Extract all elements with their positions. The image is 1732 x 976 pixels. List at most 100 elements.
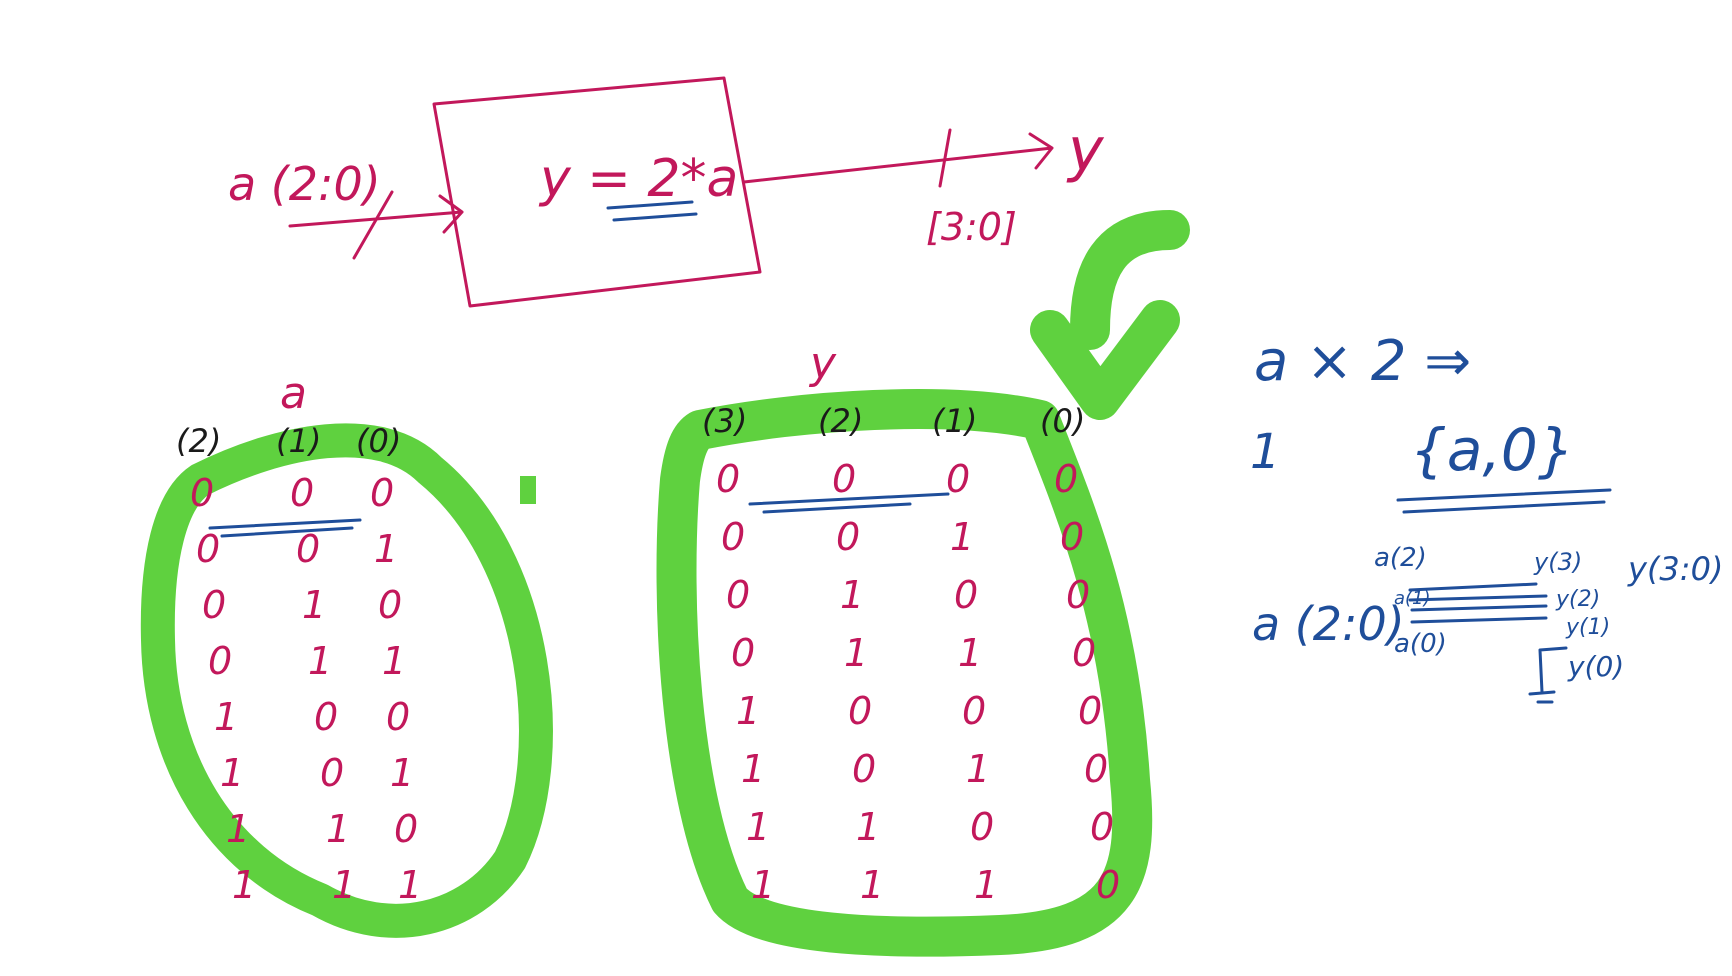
a2-label: a(2) [1374, 543, 1427, 573]
table-a-cell-r2-c2: 0 [378, 583, 402, 627]
table-a-cell-r6-c2: 0 [394, 807, 418, 851]
table-y-cell-r5-c0: 1 [741, 747, 765, 791]
table-y-title: y [808, 338, 837, 389]
highlight-table-y [656, 389, 1153, 957]
table-y-cell-r3-c2: 1 [958, 631, 982, 675]
equation-underline [606, 200, 698, 222]
table-y-cell-r2-c3: 0 [1066, 573, 1090, 617]
table-y-cell-r4-c1: 0 [848, 689, 872, 733]
table-a-cell-r7-c1: 1 [332, 863, 356, 907]
table-a-header-0: (2) [176, 422, 221, 460]
table-a-cell-r2-c1: 1 [302, 583, 326, 627]
output-arrow [742, 132, 1054, 184]
table-y-cell-r4-c0: 1 [736, 689, 760, 733]
bus-wires [1408, 582, 1548, 624]
table-y-cell-r3-c3: 0 [1072, 631, 1096, 675]
input-bus-tick [352, 190, 394, 260]
y0-label: y(0) [1567, 650, 1624, 683]
concat-note: {a,0} [1410, 416, 1575, 484]
table-y-header-2: (1) [932, 402, 977, 440]
table-a-cell-r5-c2: 1 [390, 751, 414, 795]
table-y-cell-r0-c1: 0 [832, 457, 856, 501]
concat-underline [1396, 488, 1612, 514]
table-y-cell-r1-c1: 0 [836, 515, 860, 559]
table-a-title: a [280, 368, 307, 419]
highlight-arrow [1030, 210, 1190, 420]
highlight-dot [520, 476, 536, 504]
table-a-cell-r7-c0: 1 [232, 863, 256, 907]
table-a-cell-r0-c2: 0 [370, 471, 394, 515]
table-a-cell-r0-c0: 0 [190, 471, 214, 515]
table-a-cell-r4-c1: 0 [314, 695, 338, 739]
table-y-cell-r0-c3: 0 [1054, 457, 1078, 501]
table-a-cell-r2-c0: 0 [202, 583, 226, 627]
table-a-cell-r6-c1: 1 [326, 807, 350, 851]
truth-table-y: y (3) (2) (1) (0) 0 0 0 0 0 0 1 0 0 1 0 0 0 1 1 0 1 0 0 0 1 0 1 0 1 1… [702, 338, 1120, 907]
table-a-cell-r6-c0: 1 [226, 807, 250, 851]
expr-note: a × 2 ⇒ [1254, 329, 1471, 394]
table-y-cell-r0-c2: 0 [946, 457, 970, 501]
block-diagram: a (2:0) y = 2*a y [3:0] [228, 76, 1105, 308]
table-y-cell-r7-c1: 1 [860, 863, 884, 907]
table-y-cell-r6-c3: 0 [1090, 805, 1114, 849]
table-y-cell-r7-c2: 1 [974, 863, 998, 907]
a0-label: a(0) [1394, 629, 1447, 659]
table-y-cell-r4-c3: 0 [1078, 689, 1102, 733]
table-y-cell-r1-c3: 0 [1060, 515, 1084, 559]
table-y-cell-r6-c2: 0 [970, 805, 994, 849]
table-y-header-1: (2) [818, 402, 863, 440]
equation: y = 2*a [538, 149, 738, 209]
table-a-cell-r1-c0: 0 [196, 527, 220, 571]
input-label: a (2:0) [228, 157, 381, 211]
side-notes: a × 2 ⇒ 1 {a,0} a (2:0) a(2) a(1) a(0) y… [1250, 329, 1723, 704]
table-a-cell-r4-c0: 1 [214, 695, 238, 739]
bus-in-label: a (2:0) [1252, 597, 1405, 651]
table-y-cell-r2-c1: 1 [840, 573, 864, 617]
table-a-cell-r3-c0: 0 [208, 639, 232, 683]
table-y-cell-r2-c2: 0 [954, 573, 978, 617]
y3-label: y(3) [1533, 548, 1582, 576]
table-a-cell-r5-c0: 1 [220, 751, 244, 795]
table-y-header-3: (0) [1040, 402, 1085, 440]
y2-label: y(2) [1555, 587, 1600, 612]
table-y-cell-r6-c0: 1 [746, 805, 770, 849]
table-y-cell-r4-c2: 0 [962, 689, 986, 733]
table-a-header-1: (1) [276, 422, 321, 460]
table-y-cell-r1-c0: 0 [721, 515, 745, 559]
table-a-cell-r1-c2: 1 [374, 527, 398, 571]
table-y-cell-r7-c3: 0 [1096, 863, 1120, 907]
table-y-cell-r2-c0: 0 [726, 573, 750, 617]
bus-out-label: y(3:0) [1627, 550, 1723, 588]
table-a-cell-r4-c2: 0 [386, 695, 410, 739]
table-y-cell-r3-c0: 0 [731, 631, 755, 675]
output-label: y [1066, 115, 1105, 185]
table-a-header-underline [208, 518, 362, 538]
table-a-cell-r0-c1: 0 [290, 471, 314, 515]
table-y-cell-r3-c1: 1 [844, 631, 868, 675]
table-y-cell-r5-c2: 1 [966, 747, 990, 791]
ground-symbol [1528, 646, 1568, 704]
table-y-cell-r0-c0: 0 [716, 457, 740, 501]
output-width-label: [3:0] [926, 205, 1017, 249]
table-a-cell-r3-c1: 1 [308, 639, 332, 683]
table-y-cell-r5-c1: 0 [852, 747, 876, 791]
table-a-cell-r3-c2: 1 [382, 639, 406, 683]
table-y-cell-r5-c3: 0 [1084, 747, 1108, 791]
green-highlights [140, 210, 1190, 957]
table-y-cell-r7-c0: 1 [751, 863, 775, 907]
table-a-cell-r5-c1: 0 [320, 751, 344, 795]
table-y-header-0: (3) [702, 402, 747, 440]
table-y-cell-r6-c1: 1 [856, 805, 880, 849]
table-a-header-2: (0) [356, 422, 401, 460]
table-y-cell-r1-c2: 1 [950, 515, 974, 559]
table-a-cell-r1-c1: 0 [296, 527, 320, 571]
y1-label: y(1) [1565, 615, 1610, 640]
highlight-table-a [140, 423, 553, 938]
one-note: 1 [1250, 424, 1281, 480]
table-y-header-underline [748, 492, 950, 514]
table-a-cell-r7-c2: 1 [398, 863, 422, 907]
module-box [432, 76, 762, 308]
output-bus-tick [938, 128, 952, 188]
